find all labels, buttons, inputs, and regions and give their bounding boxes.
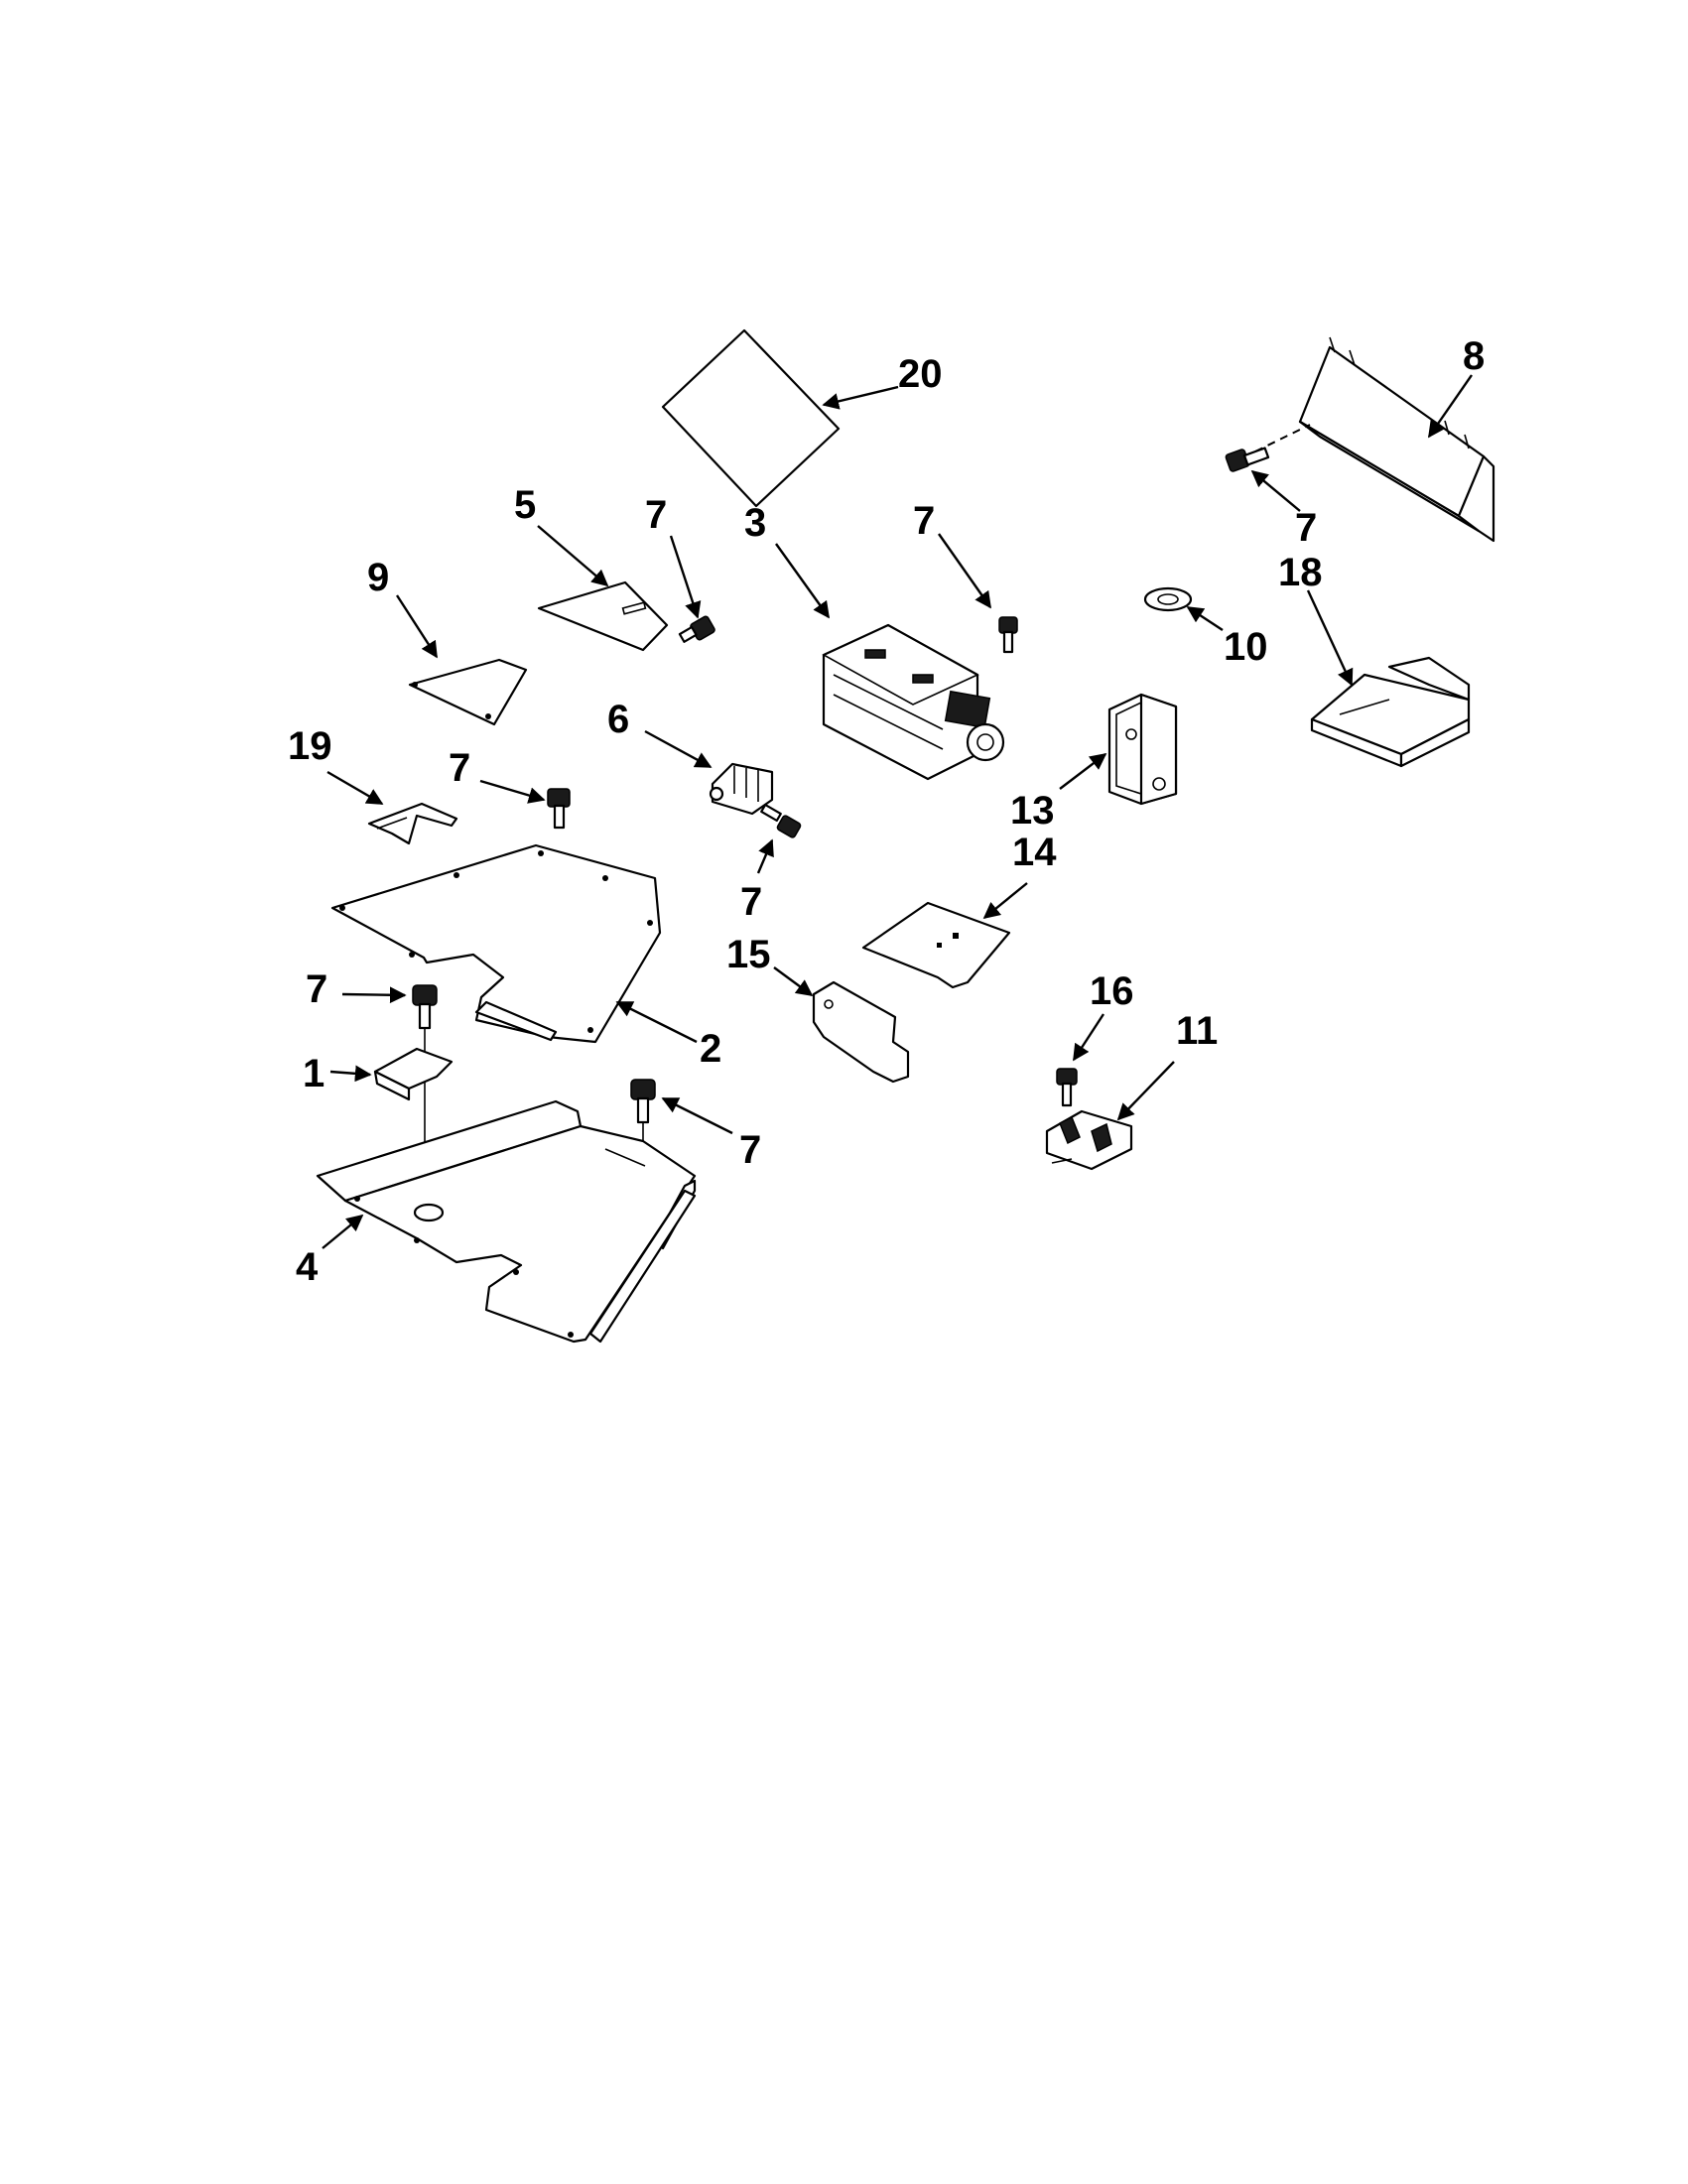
callout-5: 5 (514, 483, 536, 527)
callout-7: 7 (645, 493, 667, 537)
screw-7-mid (678, 615, 715, 643)
callout-labels: 20 8 7 18 5 7 3 7 10 9 6 19 7 13 14 7 15… (288, 334, 1485, 1289)
part-18-tray (1310, 656, 1471, 768)
part-20-cover-plate (661, 328, 841, 508)
screw-7-motor (998, 616, 1018, 654)
part-11-terminal-block (1045, 1109, 1133, 1171)
callout-8: 8 (1463, 334, 1485, 378)
part-8-bracket (1254, 336, 1495, 543)
part-1-small-bracket (373, 1047, 454, 1101)
part-4-base-pan (316, 1099, 697, 1344)
callout-9: 9 (367, 556, 389, 599)
callout-10: 10 (1224, 625, 1268, 669)
part-6-relay (709, 762, 774, 816)
callout-7: 7 (1295, 506, 1317, 550)
part-10-washer (1143, 586, 1193, 612)
callout-16: 16 (1090, 969, 1134, 1013)
part-14-insulator-sheet (861, 901, 1011, 989)
callout-20: 20 (898, 352, 943, 396)
callout-19: 19 (288, 724, 332, 768)
screw-7-upper-left (547, 788, 571, 830)
screw-7-top-right (1225, 447, 1270, 472)
part-15-plate (812, 980, 910, 1084)
callout-7: 7 (740, 880, 762, 924)
callout-4: 4 (296, 1245, 319, 1289)
callout-1: 1 (303, 1052, 325, 1095)
callout-7: 7 (449, 746, 470, 790)
part-9-plate (408, 658, 528, 726)
callout-7: 7 (913, 499, 935, 543)
screw-7-relay (760, 803, 802, 838)
part-13-junction-box (1107, 693, 1178, 806)
callout-13: 13 (1010, 789, 1055, 833)
callout-6: 6 (607, 698, 629, 741)
leader-arrows (322, 374, 1473, 1249)
callout-15: 15 (726, 933, 771, 976)
callout-7: 7 (306, 967, 327, 1011)
callout-14: 14 (1012, 831, 1057, 874)
part-19-clip (367, 802, 458, 845)
part-16-screw (1056, 1068, 1078, 1107)
callout-11: 11 (1176, 1009, 1218, 1053)
callout-3: 3 (744, 501, 766, 545)
callout-18: 18 (1278, 551, 1323, 594)
part-3-motor-assembly (822, 623, 1005, 781)
callout-7: 7 (739, 1128, 761, 1172)
part-5-plate (537, 580, 669, 652)
part-2-large-plate (330, 843, 662, 1044)
callout-2: 2 (700, 1027, 721, 1071)
